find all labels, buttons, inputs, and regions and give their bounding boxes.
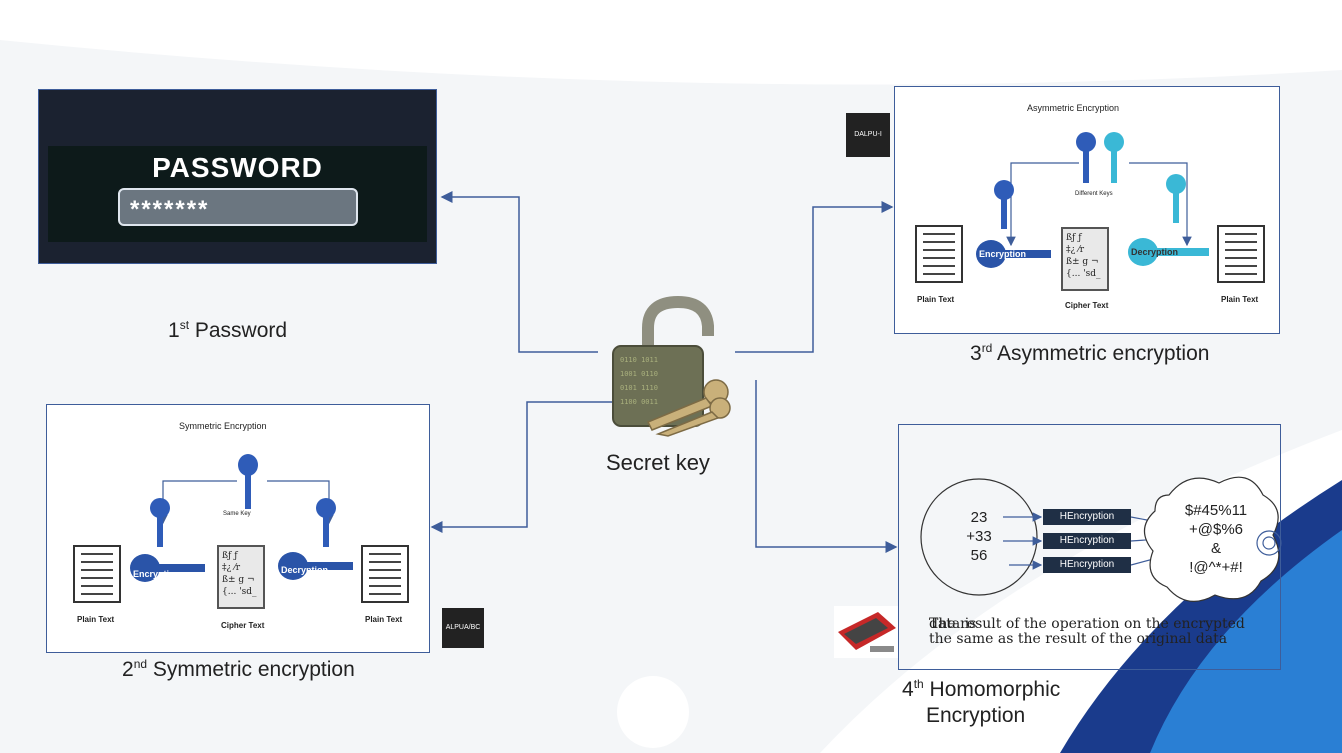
cipher-line: ßƒ ƒ bbox=[222, 551, 238, 561]
caption-sup: rd bbox=[981, 341, 993, 355]
cloud-line: !@^*+#! bbox=[1189, 559, 1243, 576]
key-icon bbox=[150, 498, 170, 547]
plain-text-doc-icon bbox=[1217, 225, 1265, 283]
plaintext-numbers: 23 +33 56 bbox=[961, 508, 997, 565]
gpu-card-icon bbox=[834, 606, 898, 658]
decryption-label: Decryption bbox=[1131, 247, 1179, 257]
number-value: 56 bbox=[970, 547, 988, 564]
plain-text-doc-icon bbox=[73, 545, 121, 603]
chip-label: DALPU-I bbox=[854, 131, 882, 138]
cipher-line: {... 'sd_ bbox=[222, 587, 257, 597]
cipher-text-doc-icon: ßƒ ƒ ‡¿ ⁄r ß± g ¬ {... 'sd_ bbox=[1061, 227, 1109, 291]
hencryption-box: HEncryption bbox=[1043, 557, 1131, 573]
caption-homomorphic: 4th Homomorphic bbox=[902, 677, 1060, 702]
hencryption-box: HEncryption bbox=[1043, 533, 1131, 549]
caption-text: Password bbox=[189, 319, 288, 342]
caption-asymmetric: 3rd Asymmetric encryption bbox=[970, 341, 1209, 366]
hencryption-box: HEncryption bbox=[1043, 509, 1131, 525]
padlock-icon: 0110 1011 1001 0110 0101 1110 1100 0011 bbox=[612, 295, 731, 437]
ciphertext-cloud-text: $#45%11 +@$%6 & !@^*+#! bbox=[1171, 501, 1261, 577]
number-value: +33 bbox=[966, 528, 992, 545]
svg-text:0110 1011: 0110 1011 bbox=[620, 356, 658, 364]
different-keys-label: Different Keys bbox=[1075, 191, 1113, 197]
asymmetric-panel: Asymmetric Encryption Different Keys Pla… bbox=[894, 86, 1280, 334]
result-overlap-text: data is bbox=[929, 616, 977, 632]
password-graphic: PASSWORD ******* bbox=[48, 146, 427, 242]
cipher-line: ß± g ¬ bbox=[222, 575, 255, 585]
caption-homomorphic-line2: Encryption bbox=[926, 704, 1026, 727]
svg-text:0101 1110: 0101 1110 bbox=[620, 384, 658, 392]
svg-text:1100 0011: 1100 0011 bbox=[620, 398, 658, 406]
key-icon bbox=[316, 498, 336, 547]
cipher-text-label: Cipher Text bbox=[1065, 301, 1109, 310]
plain-text-label: Plain Text bbox=[77, 615, 115, 624]
key-icon bbox=[994, 180, 1014, 229]
decryption-key-icon bbox=[278, 552, 353, 580]
asymmetric-title: Asymmetric Encryption bbox=[1027, 103, 1120, 113]
key-icon bbox=[238, 454, 258, 509]
cipher-line: ‡¿ ⁄r bbox=[1066, 245, 1084, 255]
password-panel: PASSWORD ******* bbox=[38, 89, 437, 264]
encryption-label: Encryption bbox=[133, 569, 181, 579]
result-line: the same as the result of the original d… bbox=[929, 631, 1228, 647]
svg-text:1001 0110: 1001 0110 bbox=[620, 370, 658, 378]
chip-icon: DALPU-I bbox=[846, 113, 890, 157]
homomorphic-diagram bbox=[920, 476, 1282, 602]
decryption-label: Decryption bbox=[281, 565, 329, 575]
caption-sup: th bbox=[913, 677, 924, 691]
key-icon bbox=[1076, 132, 1096, 183]
plain-text-label: Plain Text bbox=[917, 295, 955, 304]
plain-text-doc-icon bbox=[915, 225, 963, 283]
cipher-line: ßƒ ƒ bbox=[1066, 233, 1082, 243]
result-text: The result of the operation on the encry… bbox=[929, 617, 1269, 647]
caption-password: 1st Password bbox=[168, 318, 287, 343]
caption-sup: nd bbox=[133, 657, 148, 671]
cipher-line: {... 'sd_ bbox=[1066, 269, 1101, 279]
caption-num: 2 bbox=[122, 658, 134, 681]
key-icon bbox=[1166, 174, 1186, 223]
encryption-key-icon bbox=[976, 240, 1051, 268]
chip-label: ALPUA/BC bbox=[445, 624, 481, 631]
caption-text: Homomorphic bbox=[923, 678, 1061, 701]
number-value: 23 bbox=[970, 509, 988, 526]
password-title: PASSWORD bbox=[152, 152, 323, 183]
cipher-text-doc-icon: ßƒ ƒ ‡¿ ⁄r ß± g ¬ {... 'sd_ bbox=[217, 545, 265, 609]
caption-num: 1 bbox=[168, 319, 180, 342]
cipher-line: ‡¿ ⁄r bbox=[222, 563, 240, 573]
key-icon bbox=[1104, 132, 1124, 183]
encryption-label: Encryption bbox=[979, 249, 1027, 259]
chip-icon: ALPUA/BC bbox=[442, 608, 484, 648]
plain-text-doc-icon bbox=[361, 545, 409, 603]
caption-num: 3 bbox=[970, 342, 982, 365]
homomorphic-panel: 23 +33 56 HEncryption HEncryption HEncry… bbox=[898, 424, 1282, 670]
caption-text: Asymmetric encryption bbox=[992, 342, 1210, 365]
caption-sup: st bbox=[179, 318, 190, 332]
cipher-text-label: Cipher Text bbox=[221, 621, 265, 630]
caption-num: 4 bbox=[902, 678, 914, 701]
encryption-key-icon bbox=[130, 554, 205, 582]
cloud-line: $#45%11 bbox=[1184, 502, 1248, 519]
cloud-line: +@$%6 bbox=[1188, 521, 1243, 538]
symmetric-title: Symmetric Encryption bbox=[179, 421, 267, 431]
caption-symmetric: 2nd Symmetric encryption bbox=[122, 657, 355, 682]
symmetric-panel: Symmetric Encryption Same Key Plain Text… bbox=[46, 404, 430, 653]
plain-text-label: Plain Text bbox=[1221, 295, 1259, 304]
caption-text: Symmetric encryption bbox=[147, 658, 355, 681]
plain-text-label: Plain Text bbox=[365, 615, 403, 624]
cloud-line: & bbox=[1210, 540, 1221, 557]
same-key-label: Same Key bbox=[223, 511, 251, 517]
result-line: The result of the operation on the encry… bbox=[929, 616, 1245, 632]
asymmetric-arrows bbox=[1006, 162, 1192, 247]
password-field: ******* bbox=[118, 188, 358, 226]
secret-key-label: Secret key bbox=[606, 450, 710, 475]
cipher-line: ß± g ¬ bbox=[1066, 257, 1099, 267]
decryption-key-icon bbox=[1128, 238, 1209, 266]
